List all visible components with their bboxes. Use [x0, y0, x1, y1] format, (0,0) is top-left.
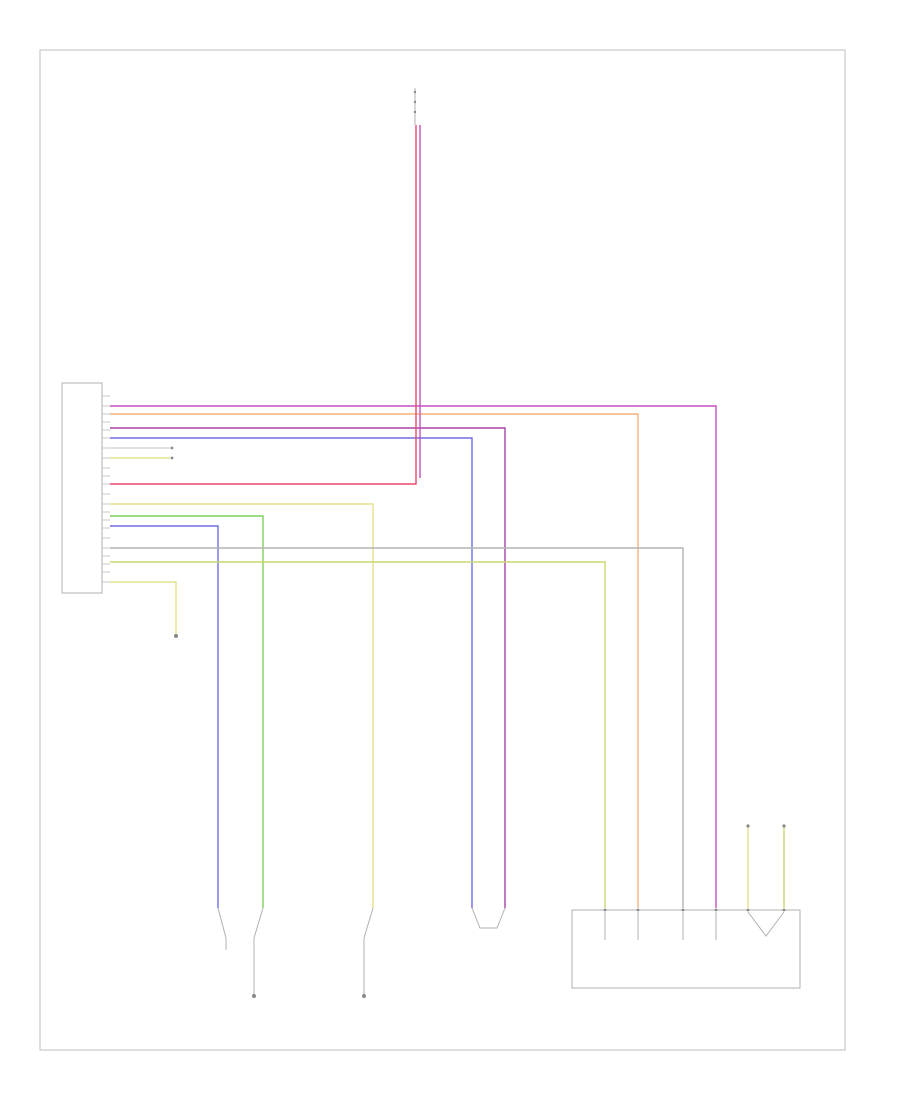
wire-blue-2 — [110, 525, 219, 908]
fuel-pump-component — [603, 908, 786, 940]
connector-dot-1 — [170, 446, 174, 450]
ground-icon-2 — [362, 994, 366, 998]
wire-yellow-green — [110, 561, 606, 908]
module-pins — [102, 395, 110, 583]
wire-violet — [110, 405, 717, 908]
top-component — [413, 88, 417, 125]
pump-feed-dot-2 — [782, 824, 786, 828]
wire-yellow — [110, 503, 374, 908]
ground-icon-1 — [252, 994, 256, 998]
wire-gray — [110, 547, 684, 908]
top-terminal-2 — [413, 100, 417, 104]
top-terminal-1 — [413, 90, 417, 94]
diagram-border — [39, 49, 846, 1051]
fuel-tank-outline — [571, 909, 801, 989]
wire-red — [110, 125, 417, 485]
connector-dot-2 — [170, 456, 174, 460]
module-ground-icon — [174, 634, 178, 638]
wire-green — [110, 515, 264, 908]
control-module-box — [61, 382, 103, 594]
wire-magenta — [110, 427, 506, 908]
top-terminal-3 — [413, 110, 417, 114]
wire-blue-1 — [110, 437, 473, 908]
module-ground-wire — [110, 581, 177, 634]
wire-orange — [110, 413, 639, 908]
switch-1 — [217, 907, 227, 950]
switch-2 — [252, 907, 264, 998]
pump-feed-dot-1 — [746, 824, 750, 828]
sensor-pair — [471, 907, 506, 929]
switch-3 — [362, 907, 374, 998]
